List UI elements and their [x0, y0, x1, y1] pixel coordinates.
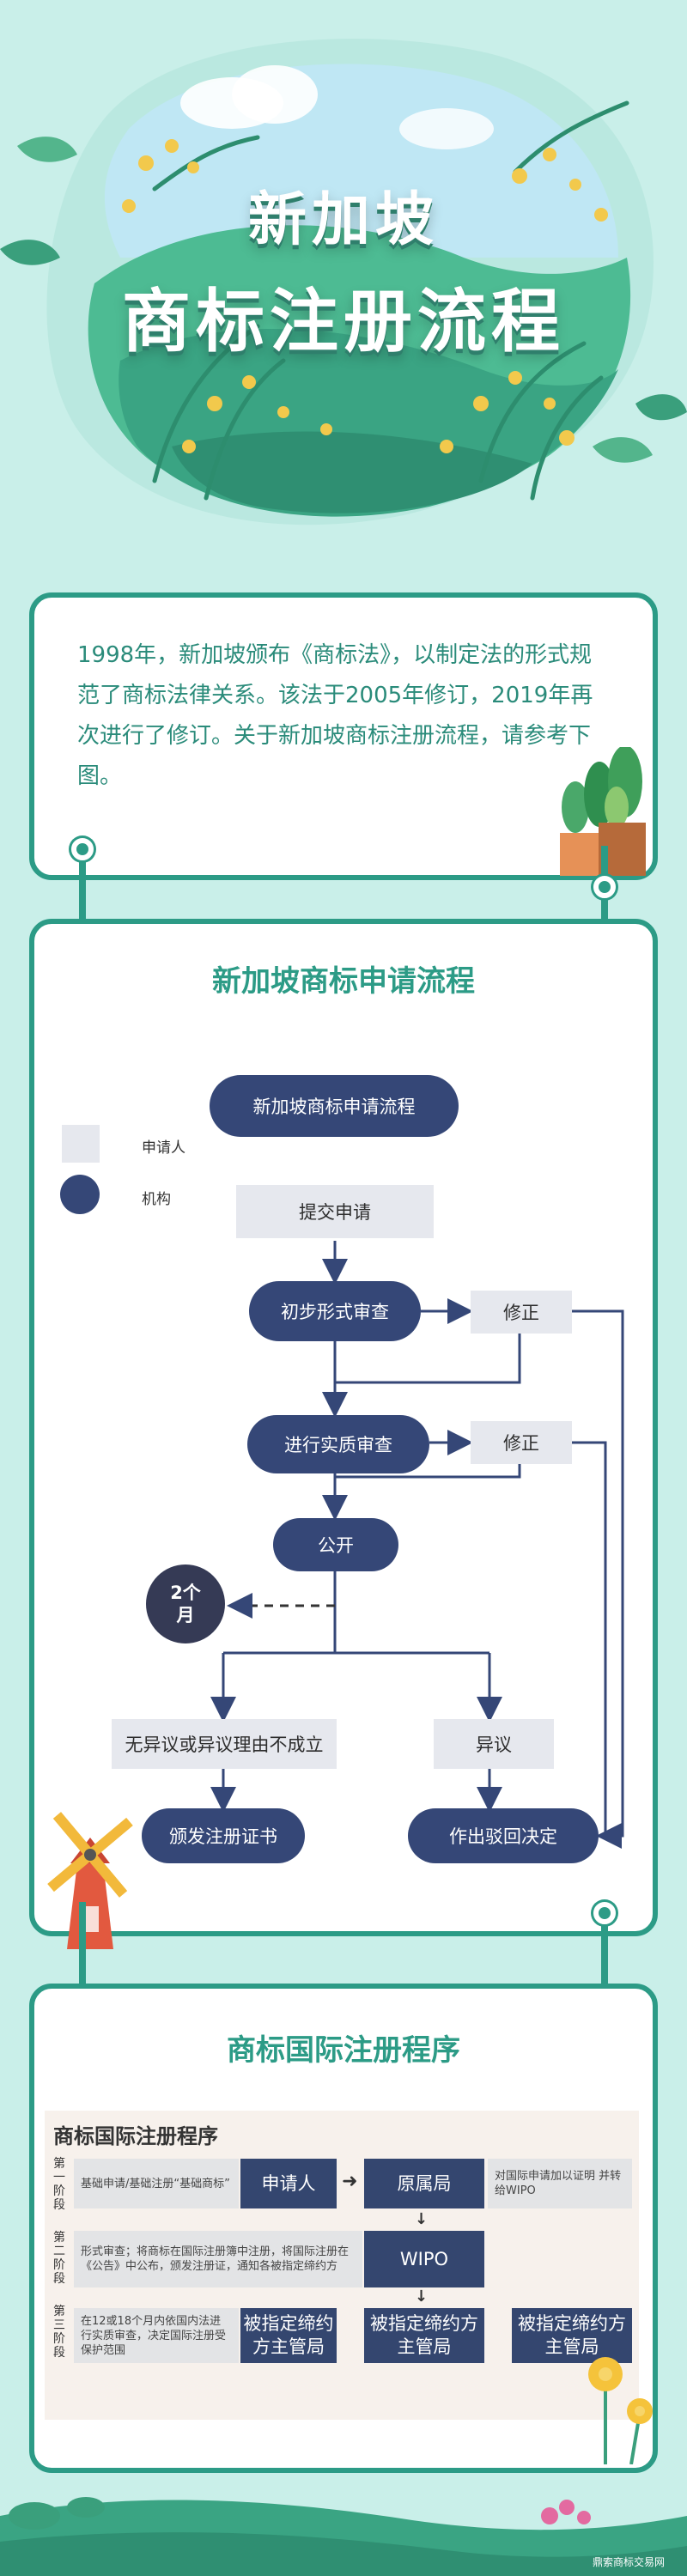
connector-knob: [71, 838, 94, 860]
arrow-right-icon: ➜: [342, 2171, 358, 2192]
legend-agency-label: 机构: [142, 1191, 171, 1208]
stage-1-label: 第一阶段: [53, 2157, 65, 2212]
intl-panel-title: 商标国际注册程序: [53, 2124, 218, 2148]
intro-card: [29, 592, 658, 880]
step-revise-2: 修正: [471, 1421, 572, 1464]
intro-text: 1998年，新加坡颁布《商标法》，以制定法的形式规范了商标法律关系。该法于200…: [77, 642, 593, 789]
hero-banner: [0, 0, 687, 584]
legend-agency-swatch: [60, 1175, 100, 1214]
watermark: 鼎索商标交易网: [593, 2556, 666, 2568]
designated-office-3: 被指定缔约方主管局: [512, 2308, 632, 2363]
legend-applicant-swatch: [62, 1125, 100, 1163]
legend-applicant-label: 申请人: [142, 1139, 185, 1157]
flowers-icon: [588, 2357, 653, 2464]
hero-title-line1: 新加坡: [247, 186, 439, 254]
step-no-objection: 无异议或异议理由不成立: [112, 1719, 337, 1769]
stage-3-desc: 在12或18个月内依国内法进行实质审查，决定国际注册受保护范围: [74, 2308, 239, 2363]
intl-section-title: 商标国际注册程序: [227, 2033, 460, 2068]
step-revise-1: 修正: [471, 1291, 572, 1334]
step-submit: 提交申请: [236, 1185, 434, 1238]
footer-landscape: [0, 2497, 687, 2576]
stage-2-label: 第二阶段: [53, 2231, 65, 2286]
step-issue-certificate: 颁发注册证书: [142, 1808, 305, 1863]
arrow-down-icon: ↓: [415, 2287, 429, 2306]
step-formal-exam: 初步形式审查: [249, 1281, 421, 1341]
connector-knob: [593, 876, 616, 898]
applicant-box: 申请人: [240, 2159, 337, 2208]
flow-section-title: 新加坡商标申请流程: [212, 964, 475, 999]
step-substantive-exam: 进行实质审查: [247, 1415, 429, 1473]
stage-1-note: 对国际申请加以证明 并转给WIPO: [488, 2159, 632, 2208]
stage-3-label: 第三阶段: [53, 2305, 65, 2360]
designated-office-2: 被指定缔约方主管局: [364, 2308, 484, 2363]
flow-header: 新加坡商标申请流程: [210, 1075, 459, 1137]
arrow-down-icon: ↓: [415, 2210, 429, 2228]
two-months-circle: 2个 月: [146, 1564, 225, 1643]
connector-bar-left: [79, 846, 86, 957]
designated-office-1: 被指定缔约方主管局: [240, 2308, 337, 2363]
connector-bar-right: [601, 846, 608, 957]
windmill-icon: [47, 1812, 133, 1949]
stage-1-desc: 基础申请/基础注册“基础商标”: [74, 2159, 239, 2208]
connector-bar-left: [79, 1902, 86, 2022]
stage-2-desc: 形式审查；将商标在国际注册簿中注册，将国际注册在《公告》中公布，颁发注册证，通知…: [74, 2231, 362, 2287]
step-publish: 公开: [273, 1518, 398, 1571]
step-objection: 异议: [434, 1719, 554, 1769]
connector-bar-right: [601, 1902, 608, 2022]
wipo-box: WIPO: [364, 2231, 484, 2287]
origin-office-box: 原属局: [364, 2159, 484, 2208]
connector-knob: [593, 1902, 616, 1924]
step-reject: 作出驳回决定: [408, 1808, 599, 1863]
hero-illustration: [0, 39, 687, 526]
hero-title-line2: 商标注册流程: [122, 282, 565, 361]
